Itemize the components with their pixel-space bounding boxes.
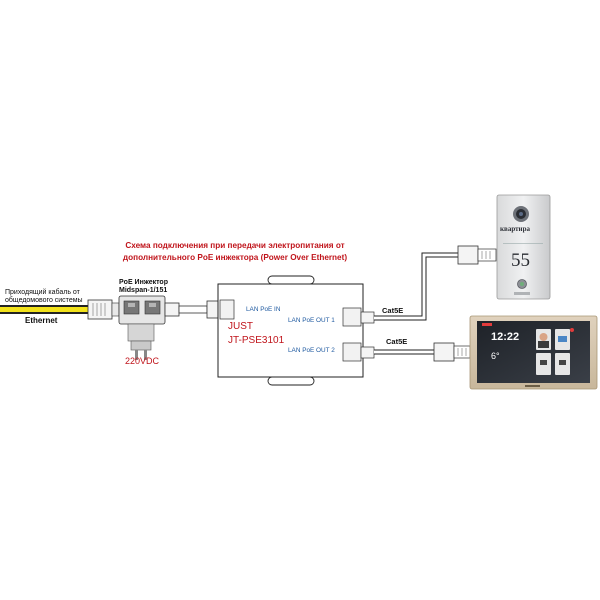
poe-switch-icon: [217, 275, 364, 386]
ethernet-label: Ethernet: [25, 316, 58, 325]
video-monitor-icon: [469, 315, 598, 390]
injector-label-line1: PoE Инжектор: [119, 279, 168, 286]
cable-out1: [360, 245, 497, 324]
diagram-title-line2: дополнительного PoE инжектора (Power Ove…: [122, 253, 348, 262]
cable-out2: [360, 342, 471, 362]
switch-model: JT-PSE3101: [228, 335, 285, 346]
injector-label-line2: Midspan-1/151: [119, 287, 168, 294]
incoming-ethernet-cable: [0, 305, 88, 314]
rj45-plug-icon: [87, 299, 120, 320]
injector-to-switch-cable: [164, 300, 220, 319]
diagram-title-line1: Схема подключения при передачи электропи…: [125, 241, 345, 250]
port-out1-label: LAN PoE OUT 1: [288, 317, 335, 324]
poe-injector-icon: [118, 295, 166, 360]
cable2-label: Cat5E: [386, 337, 408, 346]
door-panel-sign: квартира: [500, 225, 530, 233]
incoming-cable-label-line1: Приходящий кабаль от: [5, 289, 80, 296]
switch-brand: JUST: [228, 321, 253, 332]
door-panel-icon: [496, 194, 551, 300]
monitor-temperature: 6°: [491, 351, 500, 361]
door-panel-number: 55: [511, 250, 530, 271]
power-label: 220VDC: [125, 356, 160, 366]
port-in-label: LAN PoE IN: [246, 306, 281, 313]
cable1-label: Cat5E: [382, 306, 404, 315]
port-out2-label: LAN PoE OUT 2: [288, 347, 335, 354]
monitor-time: 12:22: [491, 331, 520, 343]
incoming-cable-label-line2: общедомового системы: [5, 297, 83, 304]
